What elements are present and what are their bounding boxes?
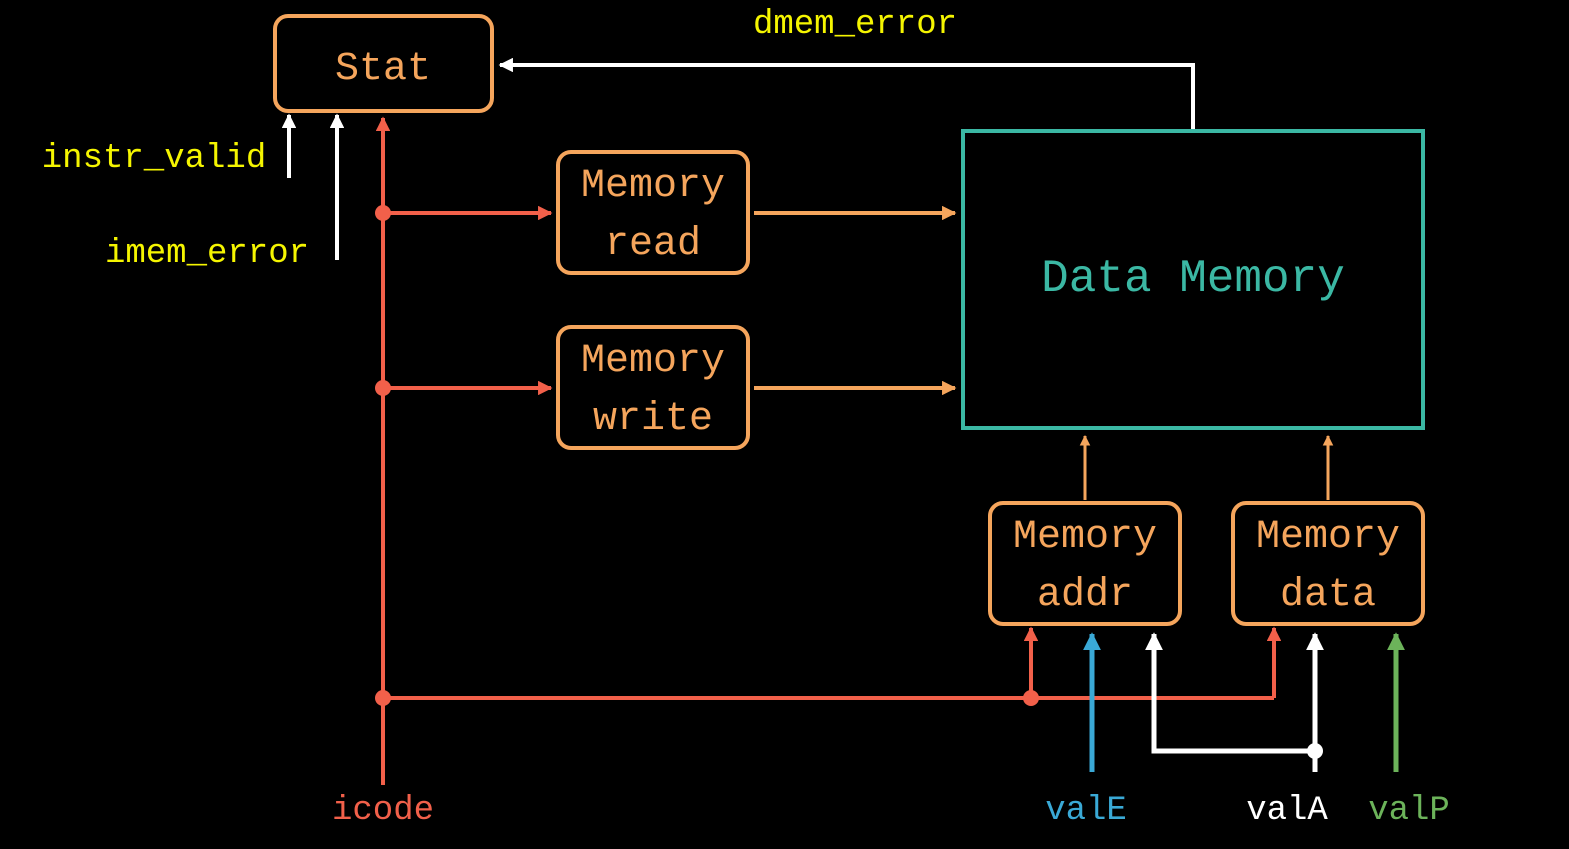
dmem-error-label: dmem_error bbox=[753, 6, 957, 44]
valA-branch-wire bbox=[1145, 632, 1315, 754]
valA-label: valA bbox=[1246, 792, 1328, 830]
junction-dot bbox=[375, 205, 391, 221]
dmem-error-wire bbox=[498, 57, 1195, 130]
data-memory-label: Data Memory bbox=[1041, 253, 1345, 305]
junction-dot bbox=[375, 380, 391, 396]
icode-label: icode bbox=[332, 792, 434, 830]
memory-read-label-line1: Memory bbox=[581, 164, 725, 209]
valP-label: valP bbox=[1368, 792, 1450, 830]
memory-write-label-line1: Memory bbox=[581, 339, 725, 384]
stat-block-label: Stat bbox=[335, 47, 431, 92]
memory-data-label-line2: data bbox=[1280, 573, 1376, 618]
memory-data-label-line1: Memory bbox=[1256, 515, 1400, 560]
imem-error-label: imem_error bbox=[105, 235, 309, 273]
memory-write-label-line2: write bbox=[593, 397, 713, 442]
valE-label: valE bbox=[1045, 792, 1127, 830]
memory-data-block: Memory data bbox=[1231, 501, 1425, 626]
memory-addr-label-line2: addr bbox=[1037, 573, 1133, 618]
memory-read-label-line2: read bbox=[605, 222, 701, 267]
stat-block: Stat bbox=[273, 14, 494, 113]
memory-addr-label-line1: Memory bbox=[1013, 515, 1157, 560]
junction-dot bbox=[1023, 690, 1039, 706]
memory-read-block: Memory read bbox=[556, 150, 750, 275]
memory-write-block: Memory write bbox=[556, 325, 750, 450]
memory-addr-block: Memory addr bbox=[988, 501, 1182, 626]
junction-dot bbox=[1307, 743, 1323, 759]
data-memory-block: Data Memory bbox=[961, 129, 1425, 430]
junction-dot bbox=[375, 690, 391, 706]
instr-valid-label: instr_valid bbox=[42, 140, 266, 178]
